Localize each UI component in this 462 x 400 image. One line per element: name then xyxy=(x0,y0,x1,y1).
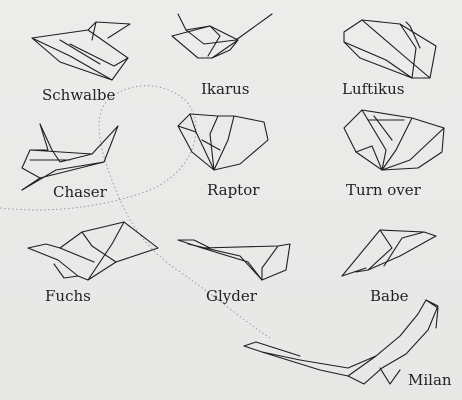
plane-label-schwalbe: Schwalbe xyxy=(42,86,116,104)
plane-label-luftikus: Luftikus xyxy=(342,80,405,98)
plane-label-ikarus: Ikarus xyxy=(201,80,250,98)
glyder-plane-drawing xyxy=(177,239,291,281)
plane-label-chaser: Chaser xyxy=(53,183,107,201)
fuchs-plane-drawing xyxy=(27,221,159,281)
babe-plane-drawing xyxy=(341,229,437,277)
plane-label-turn-over: Turn over xyxy=(346,181,421,199)
plane-label-milan: Milan xyxy=(408,371,452,389)
plane-label-babe: Babe xyxy=(370,287,409,305)
milan-plane-drawing xyxy=(243,299,439,385)
schwalbe-plane-drawing xyxy=(31,21,131,81)
turn-over-plane-drawing xyxy=(343,109,445,171)
plane-label-raptor: Raptor xyxy=(207,181,260,199)
chaser-plane-drawing xyxy=(21,123,119,191)
plane-label-glyder: Glyder xyxy=(206,287,257,305)
raptor-plane-drawing xyxy=(177,113,269,171)
luftikus-plane-drawing xyxy=(343,19,437,79)
dotted-flight-path xyxy=(0,85,271,339)
ikarus-plane-drawing xyxy=(171,13,273,59)
plane-label-fuchs: Fuchs xyxy=(45,287,91,305)
